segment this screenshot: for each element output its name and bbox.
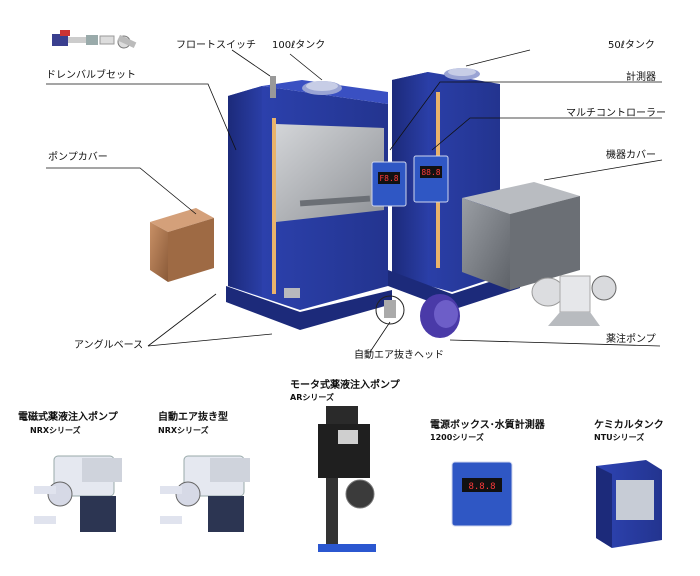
leader-tank-50 [465, 49, 531, 67]
product-image-nrx [34, 455, 122, 532]
label-float-switch: フロートスイッチ [176, 40, 256, 51]
product-image-nrx-air [160, 455, 250, 532]
equipment-cover-part [462, 182, 580, 290]
drain-valve-set-part [52, 30, 137, 49]
leader-auto-air-vent [369, 321, 391, 353]
label-auto-air-vent-head: 自動エア抜きヘッド [354, 350, 444, 361]
label-angle-base: アングルベース [74, 340, 144, 351]
leader-tank-100 [289, 53, 323, 81]
meter-display-left: F8.8 [379, 174, 398, 183]
label-multi-controller: マルチコントローラー [566, 108, 666, 119]
tank-100-body [226, 76, 392, 330]
label-chemical-pump: 薬注ポンプ [606, 334, 656, 345]
auto-air-vent-head-part [375, 294, 460, 338]
label-pump-cover: ポンプカバー [48, 152, 108, 163]
product-title-ntu: ケミカルタンク [594, 420, 664, 431]
product-image-ntu [596, 460, 662, 548]
product-title-nrx: 電磁式薬液注入ポンプ [18, 412, 118, 423]
product-title-nrx-air: 自動エア抜き型 [158, 412, 228, 423]
leader-equipment-cover [543, 159, 663, 181]
product-series-nrx: NRXシリーズ [30, 426, 81, 435]
label-tank-50: 50ℓタンク [608, 40, 655, 51]
chemical-pump-part [531, 275, 617, 326]
pump-cover-part [150, 208, 214, 282]
product-series-1200: 1200シリーズ [430, 433, 484, 442]
meter-device: F8.8 [371, 161, 407, 207]
leader-meter [389, 81, 662, 151]
label-meter: 計測器 [626, 72, 656, 83]
product-image-ar [318, 406, 376, 552]
leader-angle-base-1 [147, 293, 217, 347]
product-series-ntu: NTUシリーズ [594, 433, 645, 442]
product-title-1200: 電源ボックス･水質計測器 [430, 420, 545, 431]
leader-drain-valve [46, 83, 237, 151]
leader-multi-controller [431, 117, 662, 151]
box-display: 8.8.8 [468, 482, 495, 492]
meter-display-right: 88.8 [421, 168, 440, 177]
product-title-ar: モータ式薬液注入ポンプ [290, 380, 400, 391]
leader-float-switch [231, 49, 271, 77]
multi-controller-device: 88.8 [413, 155, 449, 203]
label-tank-100: 100ℓタンク [272, 40, 326, 51]
product-series-nrx-air: NRXシリーズ [158, 426, 209, 435]
leader-pump-cover [46, 167, 197, 215]
product-series-ar: ARシリーズ [290, 393, 334, 402]
leader-angle-base-2 [147, 333, 273, 347]
callout-leader-lines [46, 49, 663, 353]
label-drain-valve-set: ドレンバルブセット [46, 70, 136, 81]
label-equipment-cover: 機器カバー [606, 150, 656, 161]
product-image-1200: 8.8.8 [451, 461, 513, 527]
leader-chemical-pump [449, 339, 661, 347]
